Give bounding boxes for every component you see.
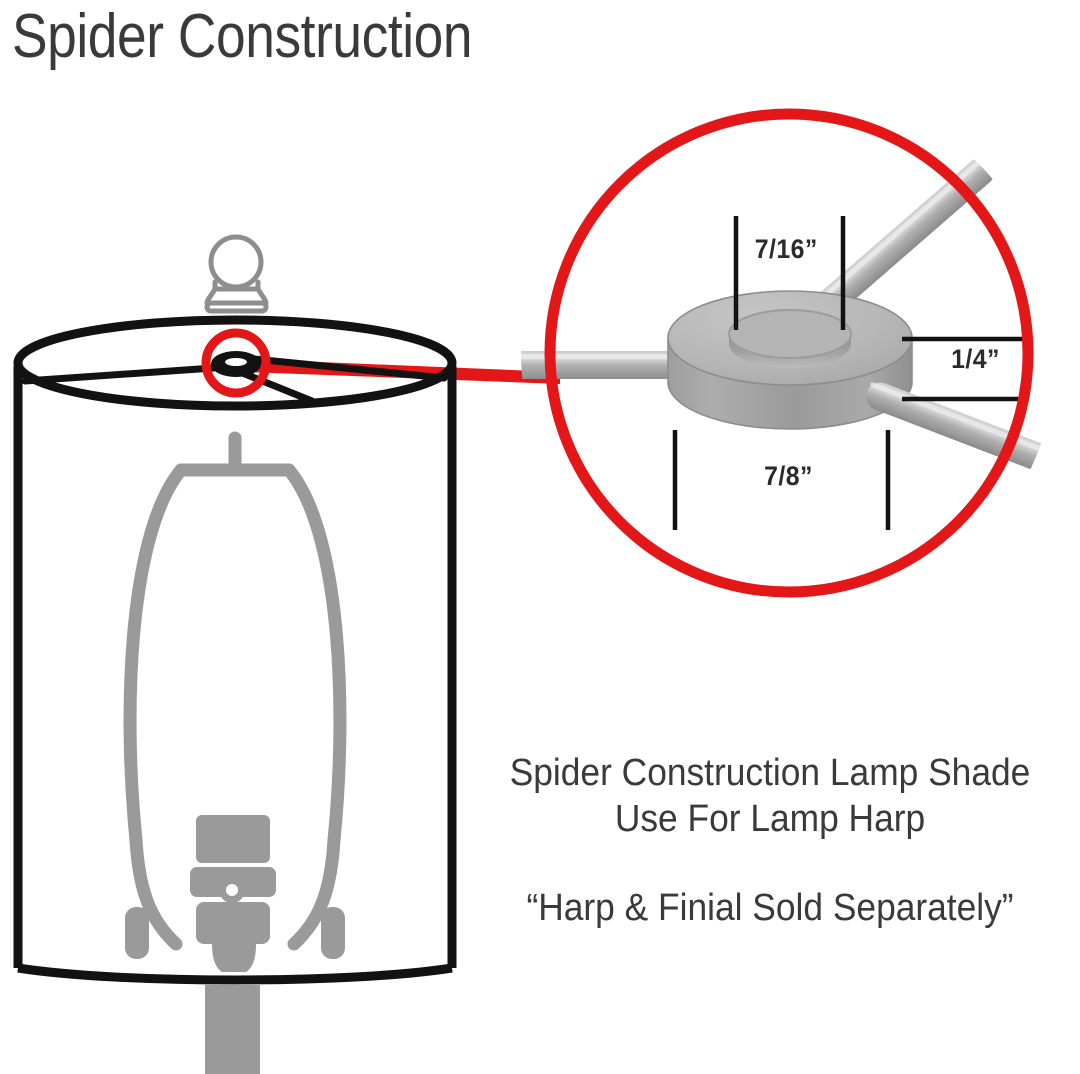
- magnified-detail: [521, 155, 1057, 483]
- dimension-label-inner-hole: 7/16”: [754, 234, 818, 264]
- dimension-lines: [672, 216, 1028, 530]
- shade-bottom-edge: [17, 963, 453, 985]
- lamp-stem: [205, 985, 260, 1074]
- dimension-label-outer-ring: 7/8”: [764, 461, 813, 491]
- spider-arms: [21, 354, 448, 405]
- dimension-label-thickness: 1/4”: [951, 344, 1000, 374]
- saddle-screw: [226, 884, 238, 896]
- caption-block-primary: Spider Construction Lamp Shade Use For L…: [491, 750, 1049, 842]
- finial-icon: [204, 234, 269, 314]
- callout-source-circle: [201, 328, 271, 398]
- shade-top-rim: [13, 315, 457, 411]
- magnifier-circle: [544, 108, 1034, 598]
- spider-hub-washer: [667, 290, 913, 430]
- caption-line-3: “Harp & Finial Sold Separately”: [526, 887, 1014, 929]
- caption-block-secondary: “Harp & Finial Sold Separately”: [491, 885, 1049, 931]
- page-title: Spider Construction: [12, 2, 473, 71]
- caption-line-2: Use For Lamp Harp: [614, 798, 926, 840]
- caption-line-1: Spider Construction Lamp Shade: [509, 752, 1031, 794]
- spider-hub: [211, 351, 261, 377]
- spider-arm-lower-right: [866, 382, 1057, 483]
- harp: [123, 431, 347, 951]
- harp-sleeves: [125, 907, 345, 959]
- lamp-shade-drawing: [13, 234, 457, 1074]
